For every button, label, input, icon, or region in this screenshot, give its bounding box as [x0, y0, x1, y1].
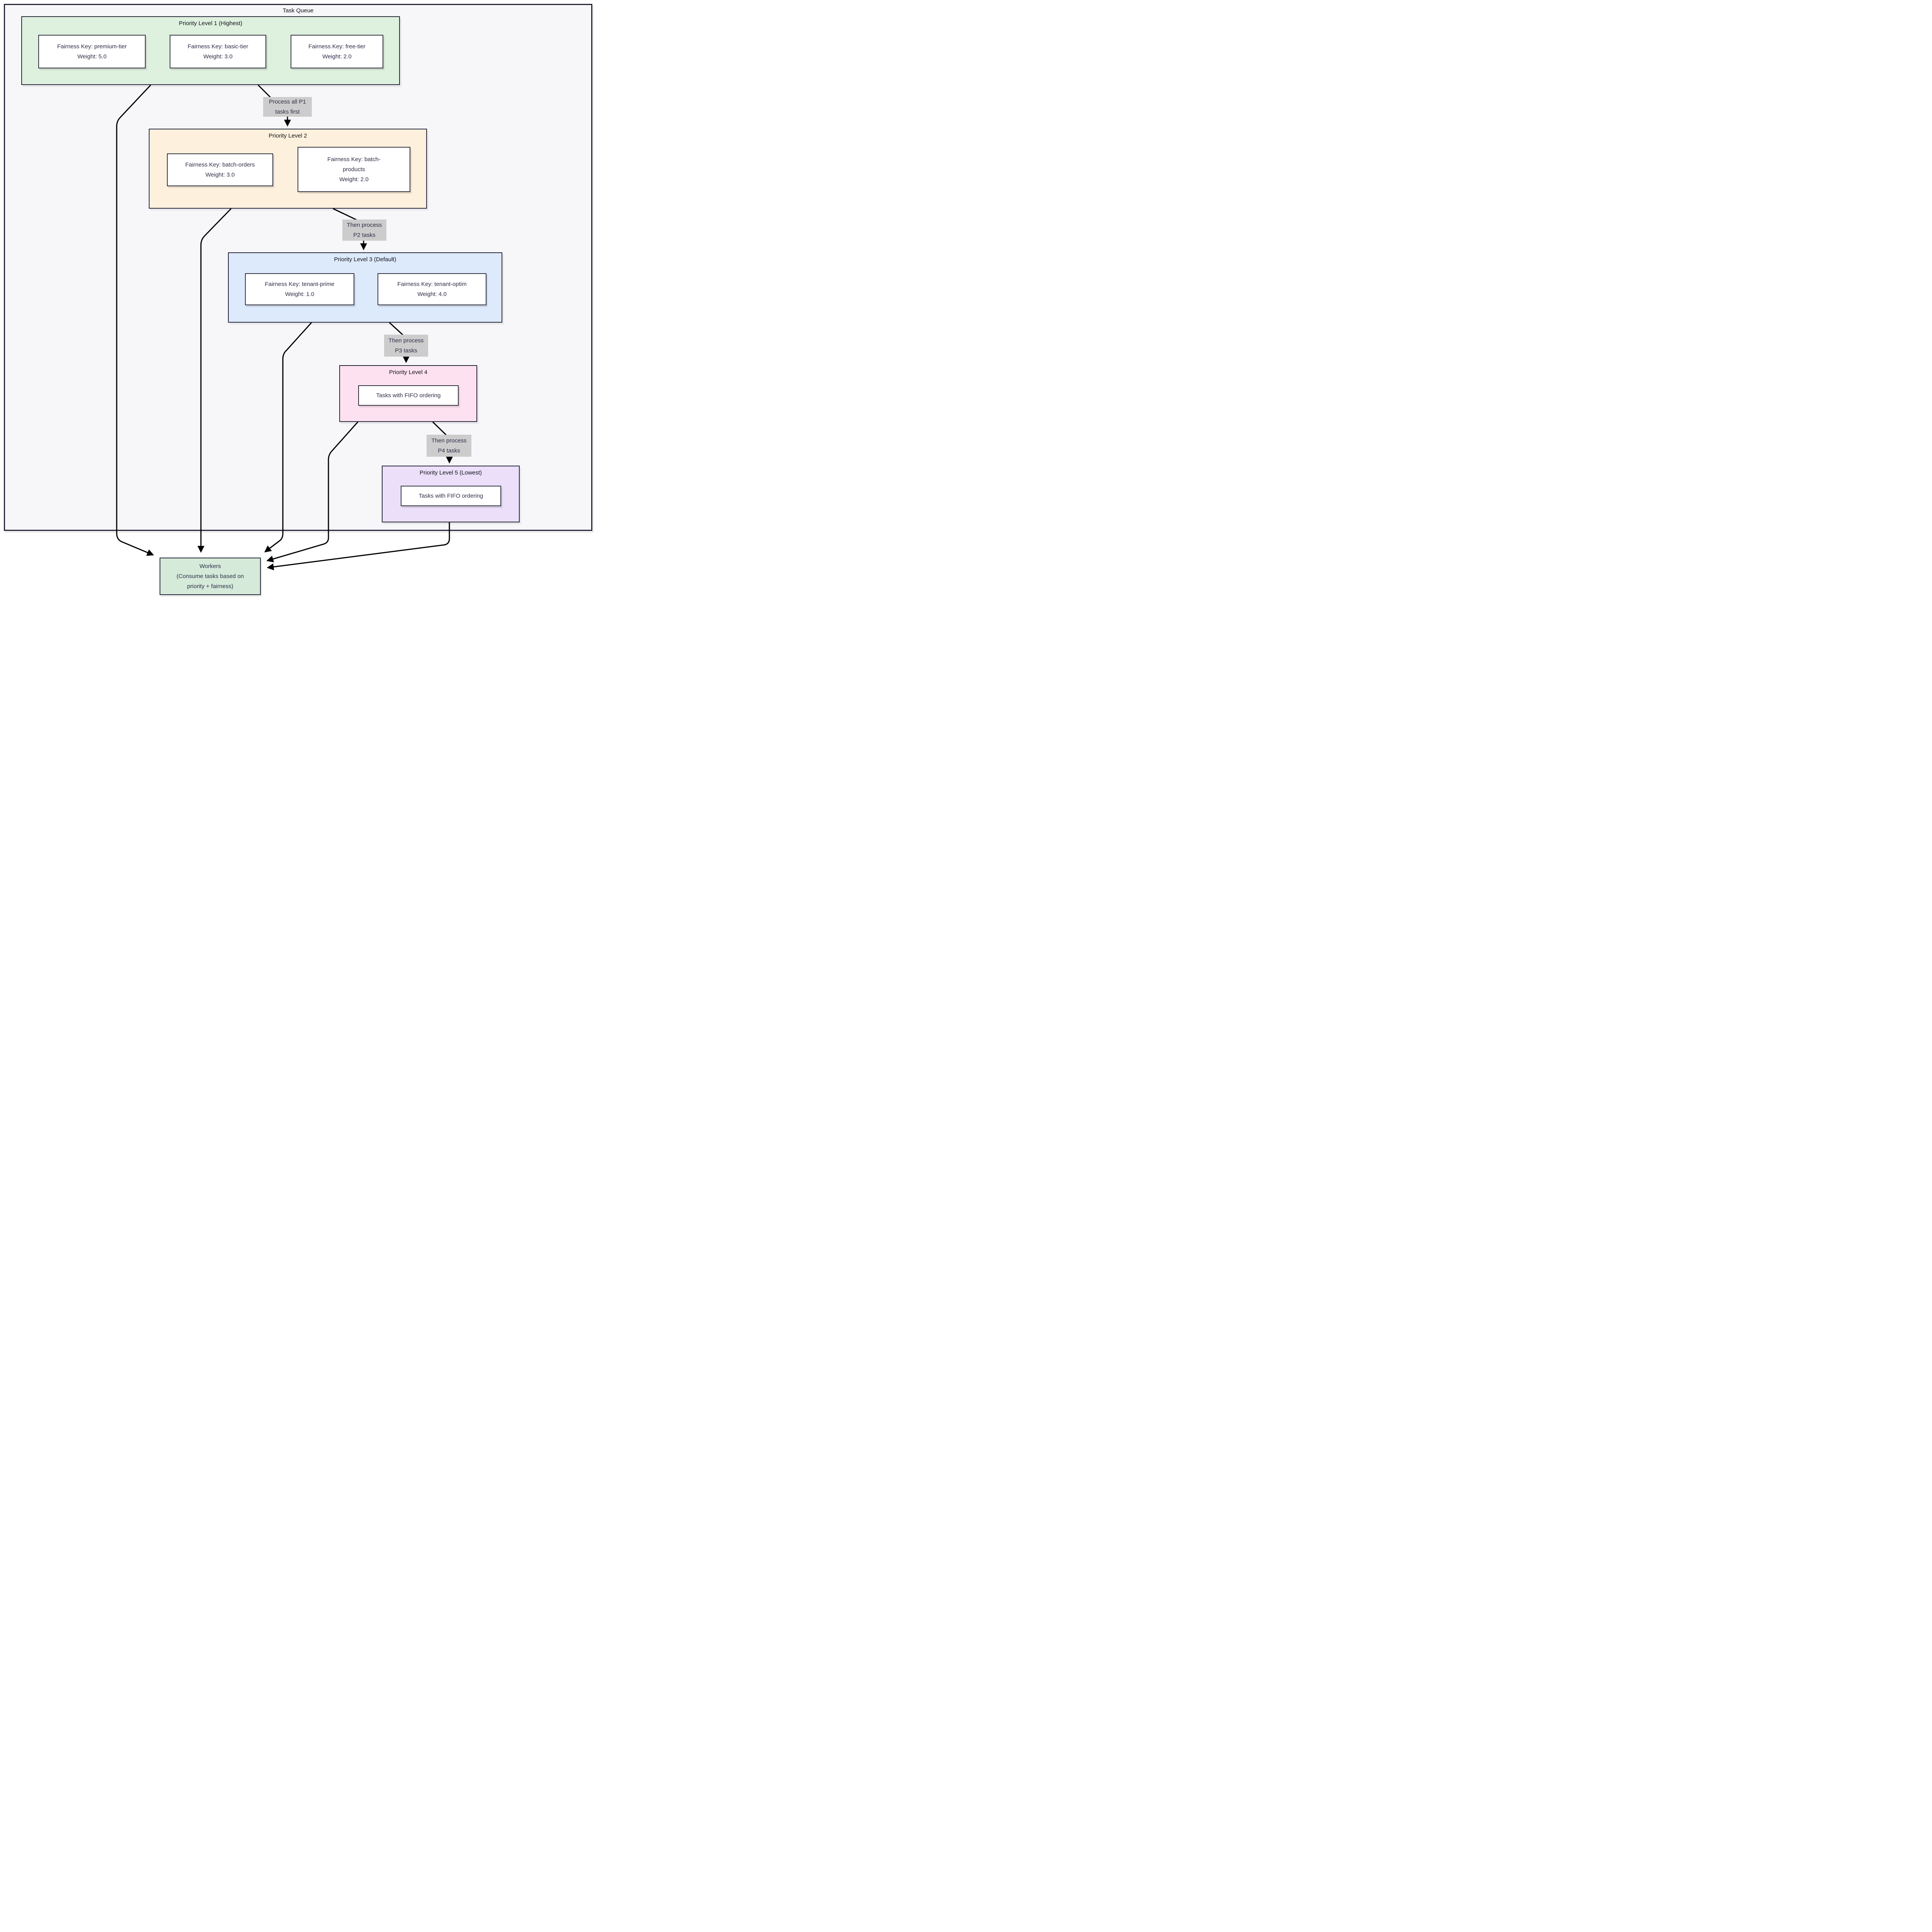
- priority-level-4: Priority Level 4 Tasks with FIFO orderin…: [339, 365, 477, 422]
- edge-label-line: Then process: [388, 337, 424, 344]
- fifo-tasks-p4: Tasks with FIFO ordering: [358, 385, 459, 406]
- fairness-key-batch-products: Fairness Key: batch- products Weight: 2.…: [298, 147, 410, 192]
- fairness-key-label: Fairness Key: basic-tier: [187, 43, 248, 50]
- priority-level-2-title: Priority Level 2: [269, 133, 307, 139]
- task-queue-title: Task Queue: [282, 7, 314, 14]
- fairness-key-label: Fairness Key: tenant-optim: [397, 281, 467, 287]
- weight-label: Weight: 2.0: [339, 176, 369, 183]
- priority-level-5: Priority Level 5 (Lowest) Tasks with FIF…: [382, 466, 520, 522]
- priority-level-1: Priority Level 1 (Highest) Fairness Key:…: [21, 16, 400, 85]
- fairness-key-basic-tier: Fairness Key: basic-tier Weight: 3.0: [170, 35, 266, 68]
- fairness-key-tenant-prime: Fairness Key: tenant-prime Weight: 1.0: [245, 273, 354, 305]
- fairness-key-batch-orders: Fairness Key: batch-orders Weight: 3.0: [167, 153, 273, 186]
- weight-label: Weight: 3.0: [205, 171, 235, 178]
- fairness-key-tenant-optim: Fairness Key: tenant-optim Weight: 4.0: [378, 273, 486, 305]
- edge-label-p1-p2: Process all P1 tasks first: [263, 97, 312, 117]
- fairness-key-free-tier: Fairness Key: free-tier Weight: 2.0: [291, 35, 383, 68]
- edge-label-line: Then process: [347, 221, 382, 228]
- edge-label-line: Process all P1: [269, 98, 306, 105]
- edge-label-line: P3 tasks: [395, 347, 417, 354]
- fairness-key-premium-tier: Fairness Key: premium-tier Weight: 5.0: [38, 35, 146, 68]
- workers-subtitle-line1: (Consume tasks based on: [176, 573, 244, 580]
- priority-level-5-title: Priority Level 5 (Lowest): [420, 469, 482, 476]
- priority-level-3: Priority Level 3 (Default) Fairness Key:…: [228, 252, 502, 323]
- weight-label: Weight: 2.0: [322, 53, 352, 60]
- workers-subtitle-line2: priority + fairness): [187, 583, 233, 590]
- fairness-key-label: Fairness Key: free-tier: [308, 43, 366, 50]
- fifo-label: Tasks with FIFO ordering: [376, 392, 441, 399]
- priority-level-4-title: Priority Level 4: [389, 369, 428, 376]
- edge-label-line: tasks first: [275, 108, 300, 115]
- weight-label: Weight: 3.0: [203, 53, 233, 60]
- workers-title: Workers: [199, 563, 221, 570]
- fairness-key-label: Fairness Key: premium-tier: [57, 43, 127, 50]
- edge-label-line: P4 tasks: [438, 447, 460, 454]
- diagram-canvas: Task Queue Priority Level 1 (Highest) Fa…: [0, 0, 596, 601]
- edge-label-line: Then process: [431, 437, 467, 444]
- priority-level-2: Priority Level 2 Fairness Key: batch-ord…: [149, 129, 427, 209]
- priority-level-1-title: Priority Level 1 (Highest): [179, 20, 243, 27]
- priority-level-3-title: Priority Level 3 (Default): [334, 256, 396, 263]
- edge-label-line: P2 tasks: [353, 231, 376, 238]
- weight-label: Weight: 1.0: [285, 291, 315, 298]
- fairness-key-label-wrap: products: [343, 166, 365, 173]
- fairness-key-label: Fairness Key: batch-: [327, 156, 381, 163]
- weight-label: Weight: 4.0: [417, 291, 447, 298]
- fifo-tasks-p5: Tasks with FIFO ordering: [401, 486, 501, 506]
- fairness-key-label: Fairness Key: tenant-prime: [265, 281, 335, 287]
- edge-label-p3-p4: Then process P3 tasks: [384, 335, 428, 357]
- fairness-key-label: Fairness Key: batch-orders: [185, 161, 255, 168]
- edge-label-p2-p3: Then process P2 tasks: [342, 219, 386, 241]
- workers-node: Workers (Consume tasks based on priority…: [160, 558, 261, 595]
- weight-label: Weight: 5.0: [77, 53, 107, 60]
- fifo-label: Tasks with FIFO ordering: [418, 492, 483, 499]
- edge-label-p4-p5: Then process P4 tasks: [427, 435, 471, 457]
